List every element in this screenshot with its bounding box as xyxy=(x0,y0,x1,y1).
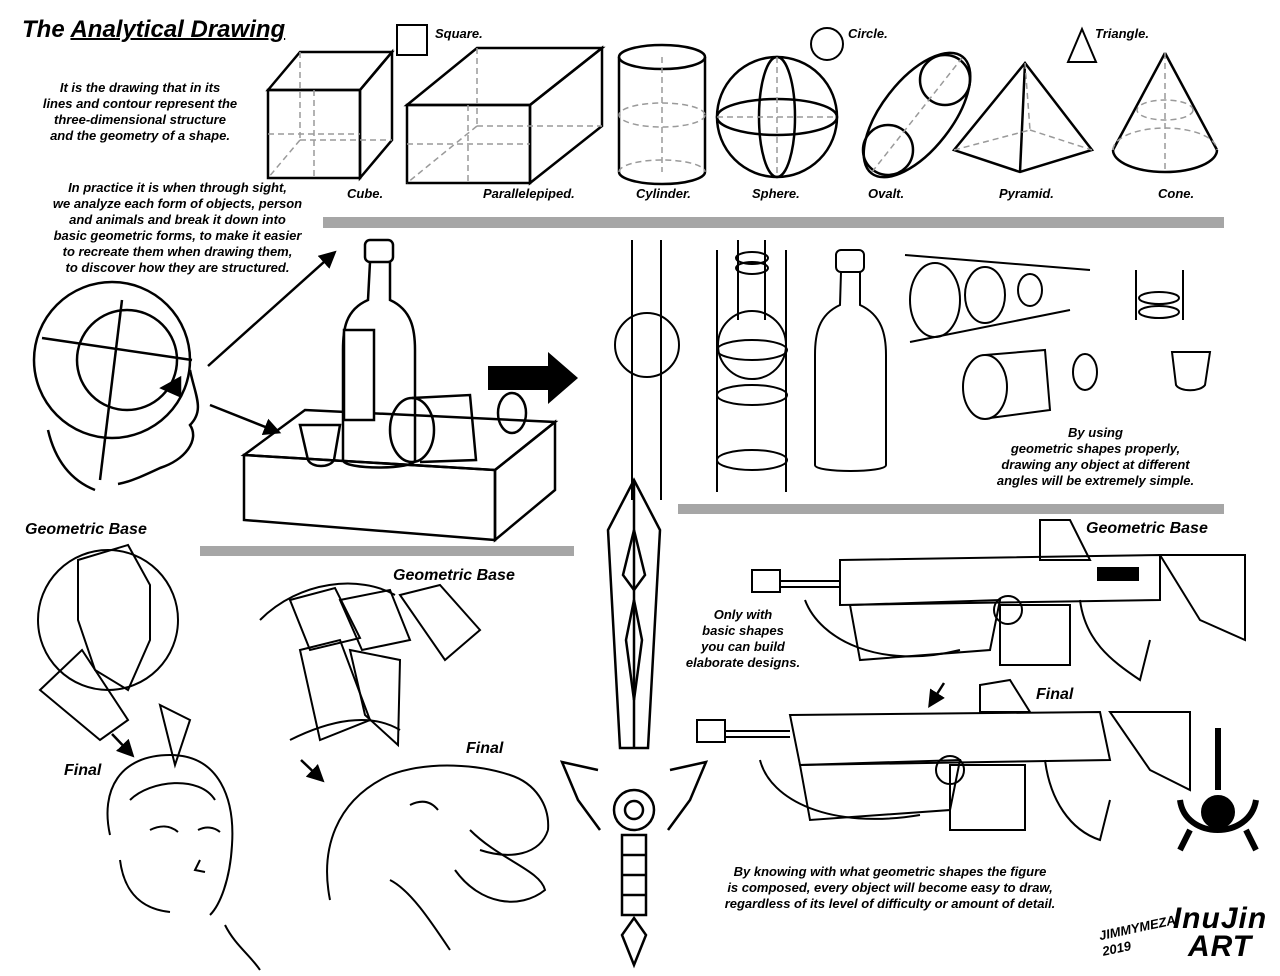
label-geometric-base-dino: Geometric Base xyxy=(393,567,515,584)
label-triangle: Triangle. xyxy=(1095,26,1149,41)
by-using-text: By using geometric shapes properly, draw… xyxy=(996,425,1195,488)
sword-sketch xyxy=(559,477,709,969)
inujin-logo-icon xyxy=(1177,728,1259,852)
divider-left xyxy=(200,546,574,556)
cylinder-icon xyxy=(617,43,707,186)
only-with-text: Only with basic shapes you can build ela… xyxy=(685,607,801,670)
label-sphere: Sphere. xyxy=(752,186,800,201)
label-cone: Cone. xyxy=(1158,186,1195,201)
female-head-sketch xyxy=(37,543,192,769)
label-ovalt: Ovalt. xyxy=(868,186,905,201)
final-arrow-dino xyxy=(300,759,325,783)
sphere-icon xyxy=(715,55,839,179)
gun-final xyxy=(696,678,1191,842)
gun-geometric-sketch xyxy=(751,519,1246,682)
label-circle: Circle. xyxy=(848,26,888,41)
label-square: Square. xyxy=(435,26,483,41)
label-cube: Cube. xyxy=(347,186,384,201)
label-final-dino: Final xyxy=(466,740,504,757)
sight-arrow-lower xyxy=(209,403,282,435)
bottle-construction-sketch xyxy=(614,240,887,500)
label-cylinder: Cylinder. xyxy=(636,186,691,201)
pyramid-icon xyxy=(951,60,1095,174)
divider-top xyxy=(323,217,1224,228)
cylinder-tubes-sketch xyxy=(904,254,1212,420)
final-arrow-left xyxy=(111,733,135,758)
label-geometric-base-gun: Geometric Base xyxy=(1086,520,1208,537)
female-head-final xyxy=(106,753,261,971)
square-primitive-icon xyxy=(396,24,428,56)
cone-icon xyxy=(1111,52,1219,174)
still-life-sketch xyxy=(240,238,559,543)
practice-text: In practice it is when through sight, we… xyxy=(52,180,303,275)
dinosaur-final xyxy=(326,764,550,951)
transform-arrow-icon xyxy=(488,352,578,404)
label-geometric-base-head: Geometric Base xyxy=(25,521,147,538)
divider-right xyxy=(678,504,1224,514)
circle-primitive-icon xyxy=(810,27,844,61)
page-title-underlined: Analytical Drawing xyxy=(70,16,286,43)
parallelepiped-icon xyxy=(403,45,606,186)
label-final-gun: Final xyxy=(1036,686,1074,703)
ovalt-icon xyxy=(861,51,972,179)
sight-arrow-upper xyxy=(207,250,337,367)
intro-text: It is the drawing that in its lines and … xyxy=(42,80,238,143)
cube-icon xyxy=(265,48,395,182)
label-parallelepiped: Parallelepiped. xyxy=(483,186,575,201)
inujin-art-logo: InuJin ART xyxy=(1172,902,1268,963)
final-arrow-gun xyxy=(928,682,946,708)
triangle-primitive-icon xyxy=(1066,26,1098,63)
head-profile-sketch xyxy=(32,280,200,492)
page-title: The Analytical Drawing xyxy=(22,16,286,43)
label-final-head: Final xyxy=(64,762,102,779)
label-pyramid: Pyramid. xyxy=(999,186,1054,201)
dinosaur-geometric-sketch xyxy=(259,582,482,748)
knowing-text: By knowing with what geometric shapes th… xyxy=(724,864,1056,911)
